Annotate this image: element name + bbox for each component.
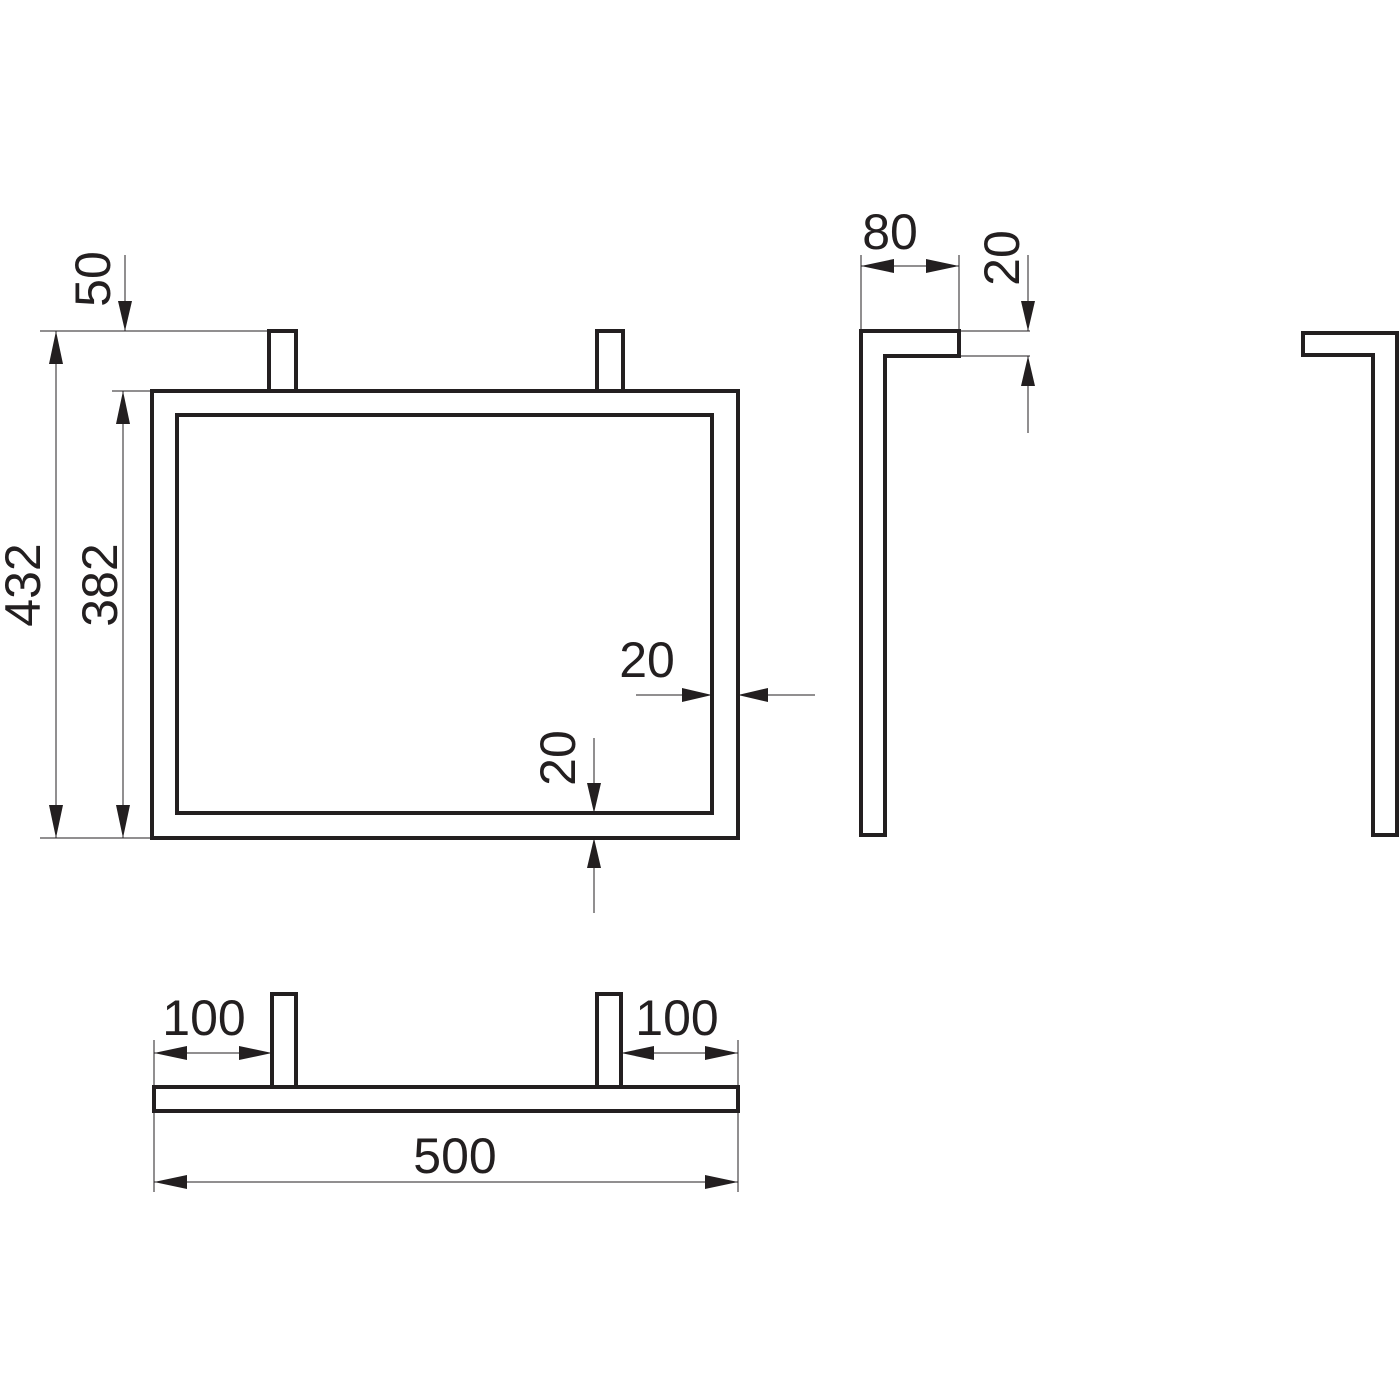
dimension-post-offset-right: 100 [621,990,739,1087]
side-view-bracket-left [859,329,961,837]
dimension-post-offset-left: 100 [153,990,272,1087]
top-view [152,992,740,1113]
dimension-bottom-thickness: 20 [530,730,601,913]
dimension-overall-width: 500 [153,1111,739,1192]
dim-label-bottom-20: 20 [530,730,586,786]
dimension-bracket-depth: 80 [860,204,960,331]
mounting-post-right [595,329,625,393]
frame-outer [150,389,740,840]
top-post-right [595,992,623,1089]
dimension-bracket-offset: 50 [65,251,132,331]
dimension-side-thickness: 20 [619,632,815,702]
front-view [150,329,740,840]
bracket-profile-left [859,329,961,837]
mounting-post-left [267,329,298,393]
dim-label-100-right: 100 [635,990,718,1046]
dim-label-432: 432 [0,543,51,626]
dim-label-50: 50 [65,251,121,307]
dimension-bracket-thickness: 20 [959,230,1035,433]
side-view-bracket-right [1301,331,1399,837]
dim-label-80: 80 [862,204,918,260]
top-post-left [270,992,298,1089]
dimension-frame-height: 382 [72,390,152,838]
dim-label-100-left: 100 [162,990,245,1046]
frame-inner [175,413,714,815]
dim-label-side-20: 20 [619,632,675,688]
frame-top-bar [152,1085,740,1113]
dim-label-382: 382 [72,543,128,626]
dim-label-500: 500 [413,1128,496,1184]
bracket-profile-right [1301,331,1399,837]
dimension-overall-height: 432 [0,330,269,839]
dim-label-bracket-20: 20 [974,230,1030,286]
